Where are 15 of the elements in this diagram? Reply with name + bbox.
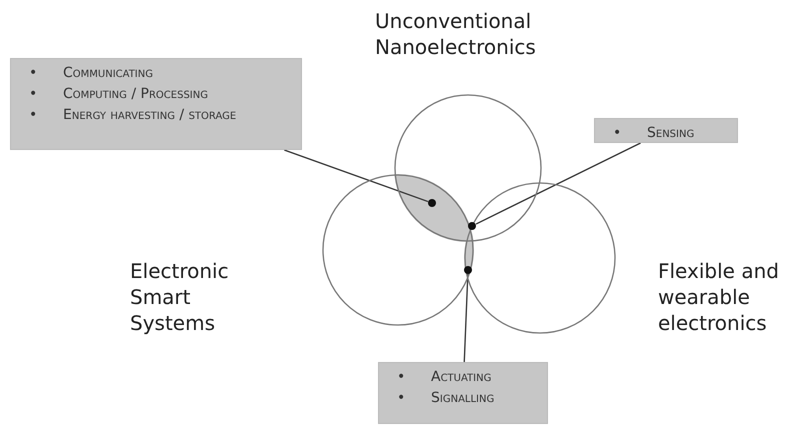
list-item: • Signalling <box>397 389 496 408</box>
set-label: Flexible and wearable electronics <box>658 258 780 336</box>
set-label: Unconventional Nanoelectronics <box>375 8 537 60</box>
list-item: • Energy harvesting / storage <box>29 106 238 125</box>
list-item: • Sensing <box>613 124 696 143</box>
list-item: • Actuating <box>397 368 492 387</box>
list-item: • Communicating <box>29 64 154 83</box>
dot-marker <box>464 266 472 274</box>
leader-line <box>284 149 428 202</box>
callout-box <box>378 362 548 424</box>
callout-box <box>10 58 302 150</box>
callout-box <box>594 118 738 143</box>
set-label: Electronic Smart Systems <box>130 258 230 336</box>
leader-line <box>476 142 641 225</box>
list-item: • Computing / Processing <box>29 85 209 104</box>
